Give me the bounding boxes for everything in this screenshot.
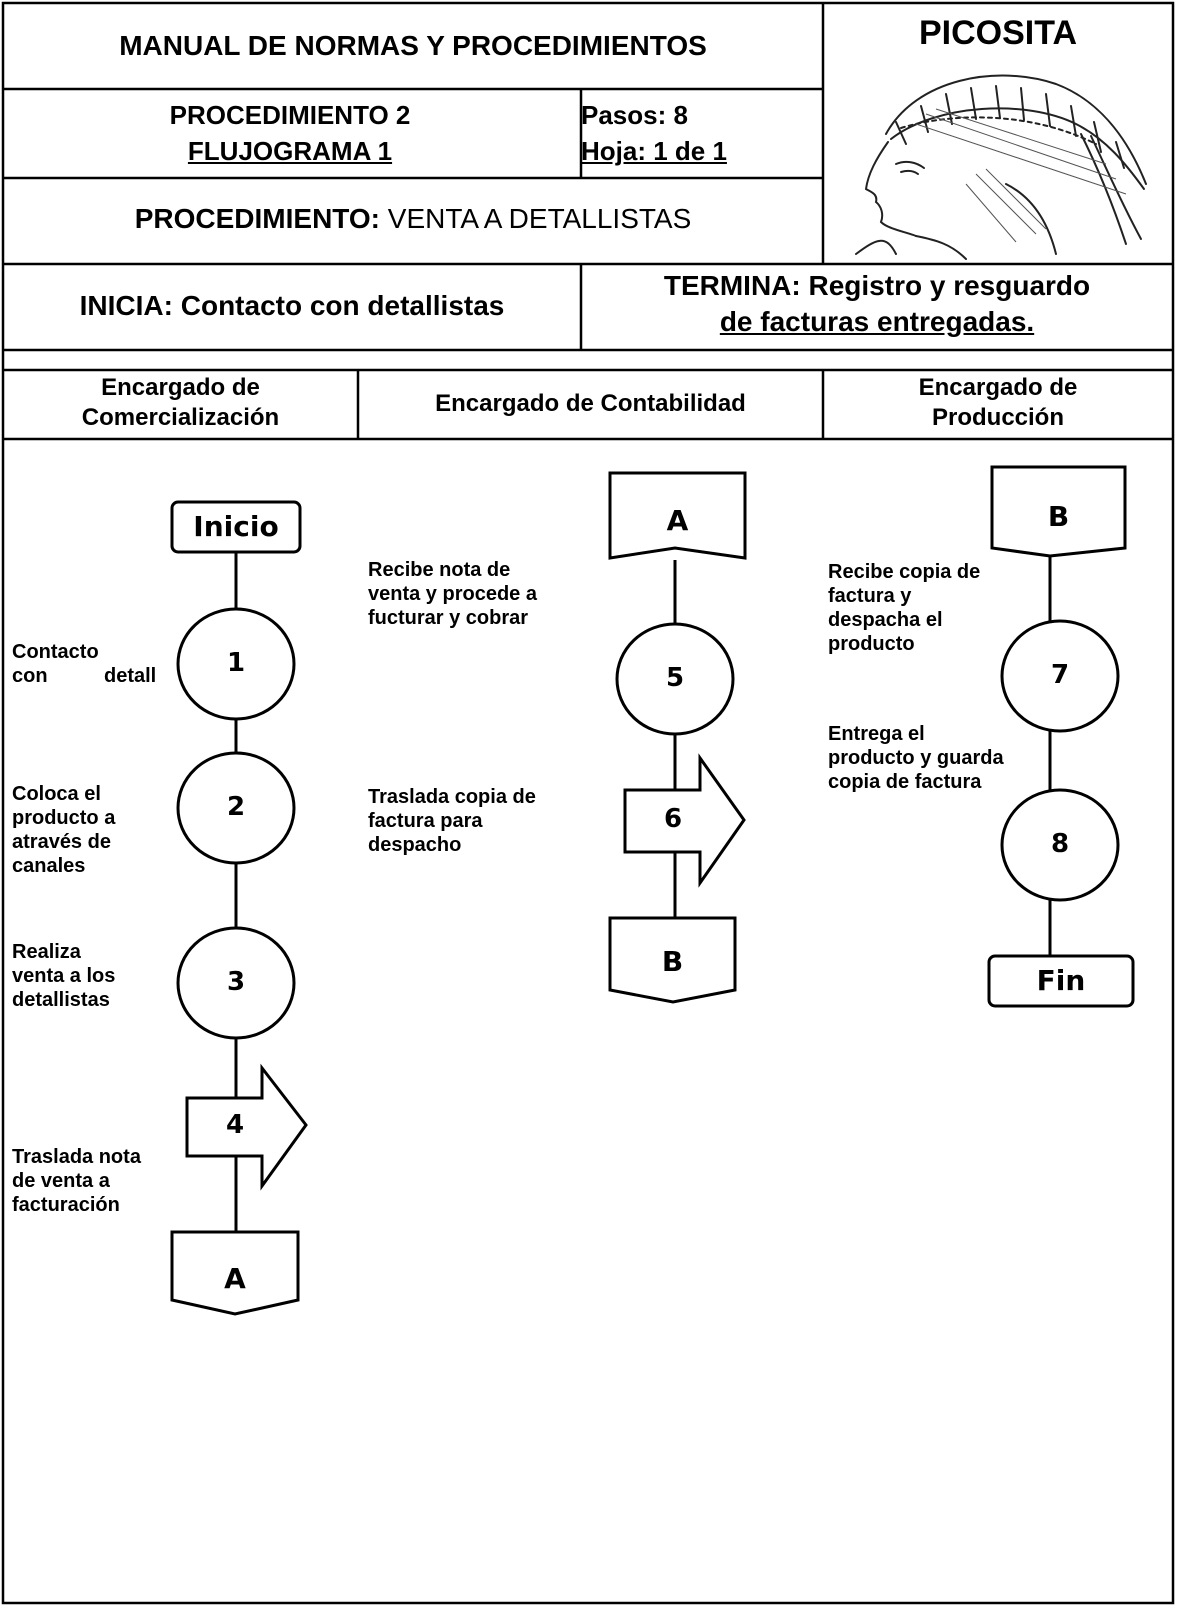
- step-4-description-line1: Traslada nota: [12, 1146, 141, 1168]
- lane-header-commercialization-line2: Comercialización: [81, 404, 280, 431]
- company-name: PICOSITA: [918, 14, 1078, 52]
- step-circle-2: [176, 751, 296, 865]
- step-8-description-line3: copia de factura: [828, 771, 982, 793]
- lane-header-production: Encargado de Producción: [823, 373, 1173, 433]
- step-6-description-line1: Traslada copia de: [368, 786, 536, 808]
- step-circle-5: [615, 622, 735, 736]
- step-circle-1: [176, 607, 296, 721]
- procedure-label: PROCEDIMIENTO:: [134, 203, 381, 234]
- lane-header-accounting-line1: Encargado de Contabilidad: [435, 390, 746, 417]
- step-number-8: 8: [1050, 829, 1070, 859]
- step-4-description-line2: de venta a: [12, 1170, 110, 1192]
- step-number-7: 7: [1050, 660, 1070, 690]
- connector-b-outgoing: [608, 916, 737, 1004]
- step-7-description-line1: Recibe copia de: [828, 561, 981, 583]
- procedure-name: VENTA A DETALLISTAS: [387, 203, 692, 234]
- step-number-2: 2: [226, 792, 246, 822]
- step-4-description-line3: facturación: [12, 1194, 120, 1216]
- step-7-description-line2: factura y: [828, 585, 912, 607]
- step-5-description-line3: fucturar y cobrar: [368, 607, 529, 629]
- starts-at: INICIA: Contacto con detallistas: [79, 290, 505, 321]
- step-circle-3: [176, 926, 296, 1040]
- step-3-description-line3: detallistas: [12, 989, 110, 1011]
- step-circle-8: [1000, 788, 1120, 902]
- step-3-description-line2: venta a los: [12, 965, 116, 987]
- step-number-3: 3: [226, 967, 246, 997]
- sheet-number: Hoja: 1 de 1: [581, 136, 727, 166]
- step-1-description: Contacto con detall: [12, 640, 182, 688]
- step-number-1: 1: [226, 648, 246, 678]
- connector-a-incoming: [608, 471, 747, 560]
- step-2-description-line3: através de: [12, 831, 111, 853]
- step-3-description: Realiza venta a los detallistas: [12, 940, 172, 1012]
- step-2-description-line2: producto a: [12, 807, 116, 829]
- step-6-description-line2: factura para: [368, 810, 483, 832]
- step-3-description-line1: Realiza: [12, 941, 81, 963]
- start-terminator: [170, 500, 302, 554]
- lane-header-commercialization-line1: Encargado de: [101, 374, 260, 401]
- ends-at-line2: de facturas entregadas.: [719, 306, 1035, 337]
- step-7-description-line3: despacha el: [828, 609, 943, 631]
- step-2-description-line4: canales: [12, 855, 86, 877]
- step-6-description: Traslada copia de factura para despacho: [368, 785, 608, 857]
- ends-at-line1: TERMINA: Registro y resguardo: [663, 270, 1091, 301]
- connector-b-outgoing-label: B: [661, 945, 684, 978]
- procedure-number: PROCEDIMIENTO 2: [169, 100, 411, 130]
- connector-b-incoming-label: B: [1047, 500, 1070, 533]
- step-6-description-line3: despacho: [368, 834, 462, 856]
- step-5-description: Recibe nota de venta y procede a fuctura…: [368, 558, 598, 630]
- step-5-description-line1: Recibe nota de: [368, 559, 511, 581]
- flowchart-number: FLUJOGRAMA 1: [187, 136, 393, 166]
- end-label: Fin: [1036, 964, 1086, 997]
- step-number-6: 6: [663, 804, 683, 834]
- indigenous-portrait-drawing: [855, 74, 1147, 260]
- connector-a-incoming-label: A: [666, 504, 689, 537]
- step-arrow-4: [185, 1063, 308, 1191]
- lane-header-commercialization: Encargado de Comercialización: [3, 373, 358, 433]
- step-1-description-line1: Contacto: [12, 641, 99, 663]
- end-terminator: [987, 954, 1135, 1008]
- lane-header-production-line1: Encargado de: [918, 374, 1078, 401]
- step-5-description-line2: venta y procede a: [368, 583, 537, 605]
- manual-title: MANUAL DE NORMAS Y PROCEDIMIENTOS: [119, 30, 707, 61]
- connector-a-outgoing: [170, 1230, 300, 1316]
- step-1-description-word-detall: detall: [104, 665, 157, 687]
- step-number-5: 5: [665, 663, 685, 693]
- step-7-description: Recibe copia de factura y despacha el pr…: [828, 560, 1048, 656]
- step-8-description: Entrega el producto y guarda copia de fa…: [828, 722, 1058, 794]
- steps-count: Pasos: 8: [581, 100, 688, 130]
- connector-b-incoming: [990, 465, 1127, 558]
- lane-header-production-line2: Producción: [931, 404, 1064, 431]
- step-2-description-line1: Coloca el: [12, 783, 101, 805]
- step-arrow-6: [623, 753, 746, 888]
- step-1-description-word-con: con: [12, 665, 48, 687]
- step-7-description-line4: producto: [828, 633, 915, 655]
- start-label: Inicio: [193, 510, 279, 543]
- connector-a-outgoing-label: A: [224, 1262, 246, 1295]
- lane-header-accounting: Encargado de Contabilidad: [358, 390, 823, 418]
- step-8-description-line2: producto y guarda: [828, 747, 1004, 769]
- step-8-description-line1: Entrega el: [828, 723, 925, 745]
- step-2-description: Coloca el producto a através de canales: [12, 782, 172, 878]
- procedure-name-row: PROCEDIMIENTO: VENTA A DETALLISTAS: [3, 203, 823, 235]
- step-circle-7: [1000, 619, 1120, 733]
- step-1-description-line2: con detall: [12, 664, 182, 688]
- step-number-4: 4: [225, 1110, 245, 1140]
- step-4-description: Traslada nota de venta a facturación: [12, 1145, 187, 1217]
